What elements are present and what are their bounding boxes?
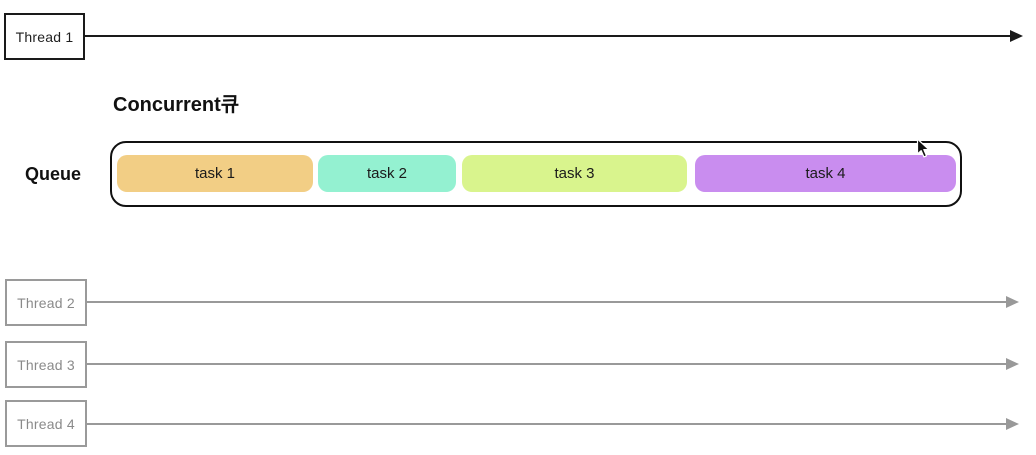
task-2-label: task 2: [366, 165, 408, 182]
task-2-block: task 2: [318, 155, 456, 192]
thread-3-arrowhead-icon: [1006, 358, 1019, 370]
thread-2-arrowhead-icon: [1006, 296, 1019, 308]
diagram-title: Concurrent큐: [113, 94, 240, 116]
task-1-block: task 1: [117, 155, 313, 192]
thread-4-timeline: [87, 423, 1007, 425]
thread-1-arrowhead-icon: [1010, 30, 1023, 42]
thread-1-timeline: [85, 35, 1010, 37]
thread-4-arrowhead-icon: [1006, 418, 1019, 430]
thread-3-box: Thread 3: [5, 341, 87, 388]
thread-2-box: Thread 2: [5, 279, 87, 326]
queue-container: task 1 task 2 task 3 task 4: [110, 141, 962, 207]
task-3-label: task 3: [554, 165, 595, 182]
thread-4-label: Thread 4: [17, 415, 75, 432]
task-4-block: task 4: [695, 155, 956, 192]
task-1-label: task 1: [194, 165, 236, 182]
thread-2-timeline: [87, 301, 1007, 303]
thread-4-box: Thread 4: [5, 400, 87, 447]
task-4-label: task 4: [805, 165, 846, 182]
thread-1-box: Thread 1: [4, 13, 85, 60]
task-3-block: task 3: [462, 155, 687, 192]
thread-3-timeline: [87, 363, 1007, 365]
mouse-cursor-icon: [916, 138, 930, 158]
thread-2-label: Thread 2: [17, 294, 75, 311]
thread-1-label: Thread 1: [15, 28, 74, 45]
queue-label: Queue: [25, 164, 82, 184]
thread-3-label: Thread 3: [17, 356, 75, 373]
